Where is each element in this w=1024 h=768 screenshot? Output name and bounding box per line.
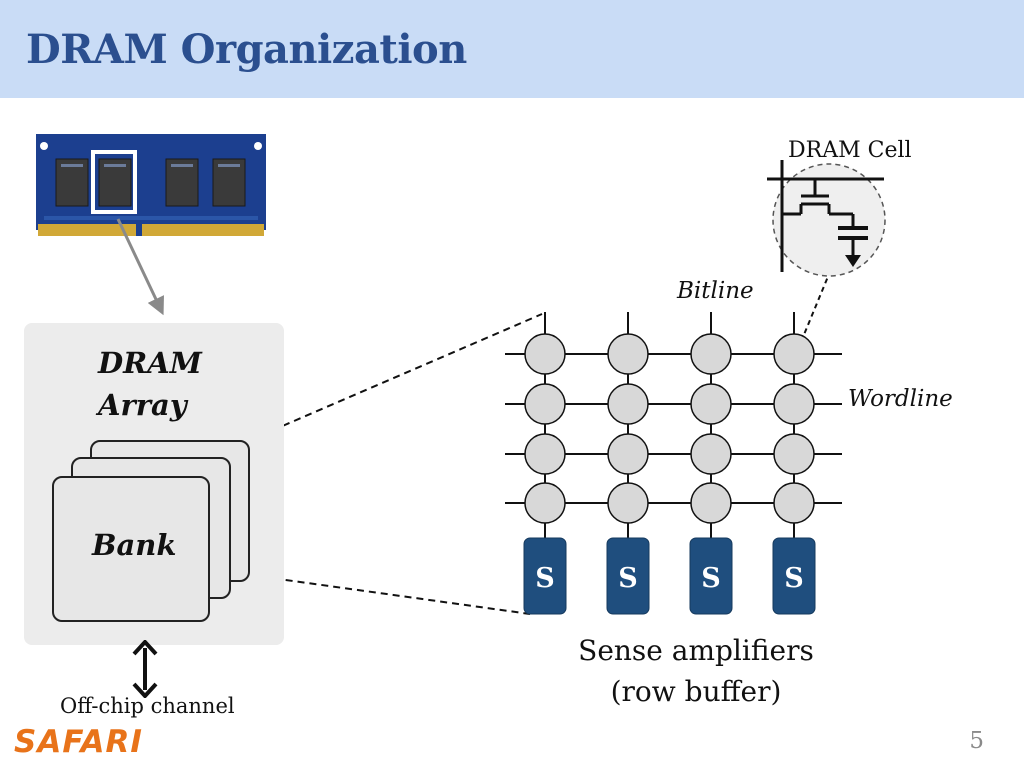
dram-cell <box>524 383 566 425</box>
dram-cell <box>524 482 566 524</box>
module-to-array-arrow <box>116 218 164 316</box>
dram-cell <box>607 383 649 425</box>
dram-cell <box>607 333 649 375</box>
dram-array-label-line2: Array <box>98 388 187 422</box>
wordline-label: Wordline <box>848 386 953 412</box>
sense-amplifiers-caption-line1: Sense amplifiers <box>578 634 814 667</box>
dram-cell <box>607 482 649 524</box>
zoom-line-bottom <box>249 574 531 615</box>
sense-amplifier <box>606 537 650 615</box>
sense-amplifiers-caption-line2: (row buffer) <box>610 675 782 708</box>
bitline-label: Bitline <box>677 278 754 304</box>
dram-cell <box>690 383 732 425</box>
dram-cell <box>773 482 815 524</box>
sense-amp-letter: S <box>618 563 638 594</box>
sense-amp-letter: S <box>535 563 555 594</box>
dram-cell <box>773 333 815 375</box>
dram-cell-schematic <box>767 160 886 277</box>
slide-title: DRAM Organization <box>26 26 467 73</box>
dram-cell-label: DRAM Cell <box>788 138 912 163</box>
dram-module-image <box>36 134 266 236</box>
dram-array-label-line1: DRAM <box>98 346 202 380</box>
sense-amplifiers-caption: Sense amplifiers (row buffer) <box>556 630 836 712</box>
off-chip-channel-label: Off-chip channel <box>60 694 235 718</box>
off-chip-channel-arrow <box>132 640 158 698</box>
sense-amplifier <box>772 537 816 615</box>
dram-cell <box>524 333 566 375</box>
bank-front <box>52 476 210 622</box>
dram-cell <box>524 433 566 475</box>
sense-amplifier <box>523 537 567 615</box>
cell-array-grid: S S S S <box>505 312 842 615</box>
dram-cell <box>773 383 815 425</box>
sense-amplifier <box>689 537 733 615</box>
dram-cell <box>773 433 815 475</box>
dram-array-label: DRAM Array <box>98 342 202 426</box>
sense-amp-letter: S <box>701 563 721 594</box>
safari-logo: SAFARI <box>14 724 143 760</box>
dram-cell <box>690 333 732 375</box>
slide-header: DRAM Organization <box>0 0 1024 98</box>
bank-label: Bank <box>92 528 177 562</box>
zoom-line-top <box>249 313 543 441</box>
dram-cell <box>607 433 649 475</box>
dram-cell <box>690 482 732 524</box>
dram-cell <box>690 433 732 475</box>
page-number: 5 <box>969 728 984 754</box>
sense-amp-letter: S <box>784 563 804 594</box>
